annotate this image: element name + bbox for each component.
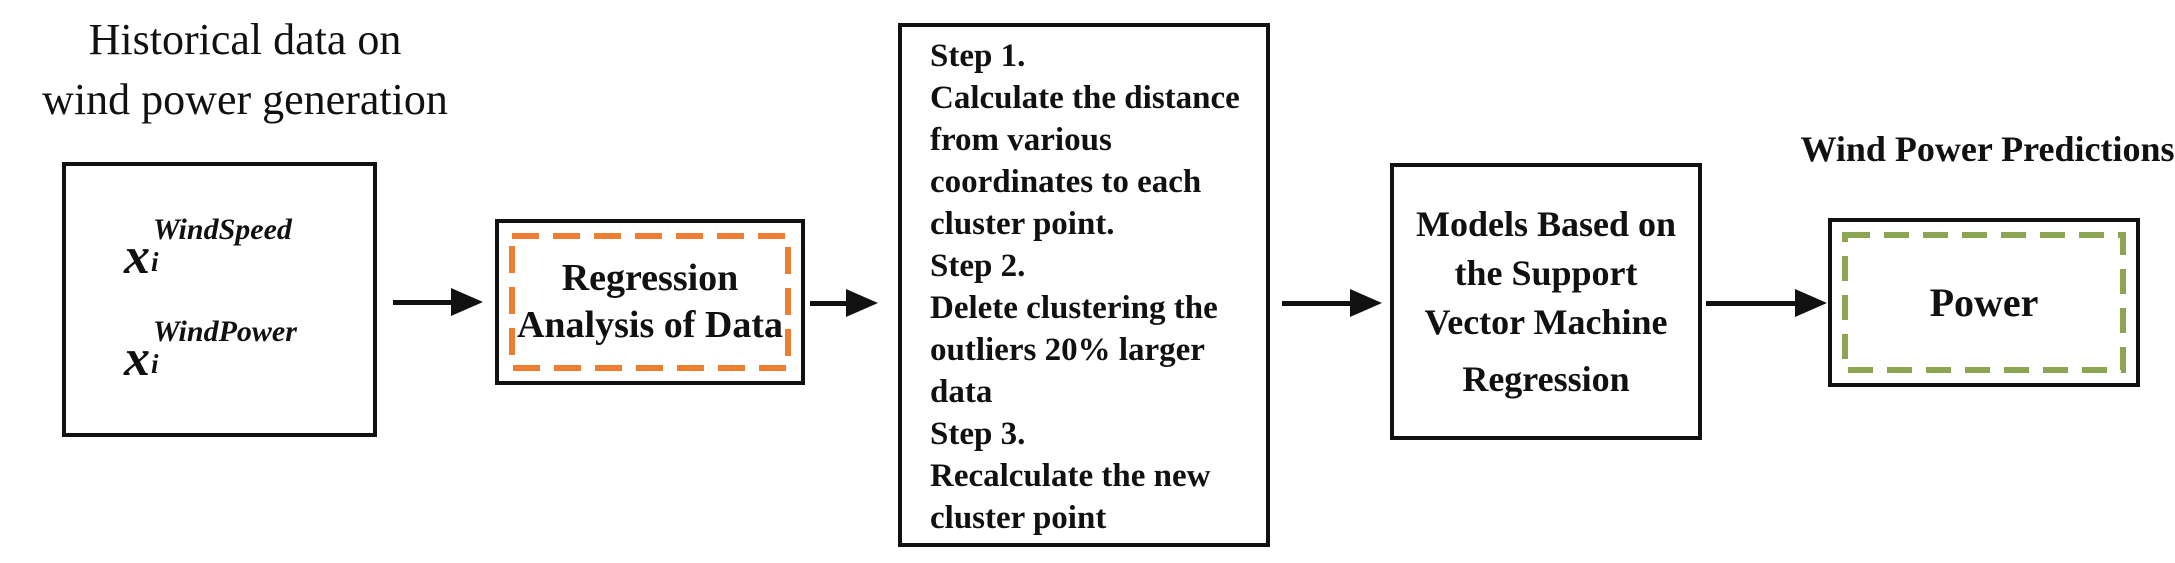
- svm-models-box: Models Based on the Support Vector Machi…: [1390, 163, 1702, 440]
- formula-subscript: i: [151, 348, 159, 379]
- steps-line: Calculate the distance: [930, 80, 1240, 116]
- regression-analysis-box: Regression Analysis of Data: [495, 219, 805, 385]
- orange-dashed-frame: [509, 233, 791, 371]
- flow-arrow-1: [393, 288, 483, 316]
- formula-scripts: WindPower i: [151, 314, 297, 379]
- regression-label-line1: Regression: [561, 257, 739, 299]
- steps-line: from various: [930, 122, 1112, 158]
- steps-line: Step 3.: [930, 416, 1026, 452]
- formula-superscript: WindPower: [153, 314, 297, 348]
- diagram-title-line2: wind power generation: [42, 75, 448, 124]
- steps-line: outliers 20% larger: [930, 332, 1205, 368]
- steps-line: Step 1.: [930, 38, 1026, 74]
- arrow-shaft: [393, 300, 457, 305]
- predictions-title: Wind Power Predictions: [1800, 129, 2175, 169]
- clustering-steps-text: Step 1. Calculate the distance from vari…: [902, 27, 1266, 543]
- arrow-head-icon: [1795, 289, 1827, 317]
- orange-dashed-rect: [509, 233, 791, 371]
- diagram-title: Historical data on wind power generation: [0, 10, 490, 130]
- arrow-head-icon: [1350, 289, 1382, 317]
- formula-variable: x: [124, 329, 150, 387]
- flow-arrow-3: [1282, 289, 1382, 317]
- arrow-head-icon: [451, 288, 483, 316]
- input-data-formulas: x WindSpeed i x WindPower i: [66, 166, 373, 433]
- formula-variable: x: [124, 227, 150, 285]
- arrow-head-icon: [846, 289, 878, 317]
- steps-line: Delete clustering the: [930, 290, 1218, 326]
- formula-wind-power: x WindPower i: [124, 314, 373, 387]
- steps-line: coordinates to each: [930, 164, 1202, 200]
- arrow-shaft: [1282, 301, 1356, 306]
- input-data-box: x WindSpeed i x WindPower i: [62, 162, 377, 437]
- green-dashed-rect: [1842, 232, 2126, 373]
- regression-label-line2: Analysis of Data: [516, 304, 784, 346]
- formula-superscript: WindSpeed: [153, 212, 292, 246]
- svm-label-line: Models Based on: [1415, 203, 1677, 244]
- steps-line: Step 2.: [930, 248, 1026, 284]
- arrow-shaft: [810, 301, 852, 306]
- regression-analysis-label: Regression Analysis of Data: [499, 223, 801, 381]
- flow-arrow-4: [1706, 289, 1827, 317]
- power-output-label: Power: [1929, 280, 2039, 325]
- arrow-shaft: [1706, 301, 1801, 306]
- steps-line: Recalculate the new: [930, 458, 1211, 494]
- clustering-steps-box: Step 1. Calculate the distance from vari…: [898, 23, 1270, 547]
- formula-scripts: WindSpeed i: [151, 212, 292, 277]
- green-dashed-frame: [1842, 232, 2126, 373]
- formula-wind-speed: x WindSpeed i: [124, 212, 373, 285]
- diagram-title-line1: Historical data on: [88, 15, 402, 64]
- steps-line: cluster point: [930, 500, 1107, 536]
- svm-label-line: Regression: [1462, 358, 1630, 399]
- svm-label-line: the Support: [1454, 252, 1638, 293]
- steps-line: data: [930, 374, 993, 410]
- svm-models-label: Models Based on the Support Vector Machi…: [1394, 167, 1698, 436]
- flow-arrow-2: [810, 289, 878, 317]
- formula-subscript: i: [151, 246, 159, 277]
- svm-label-line: Vector Machine: [1424, 301, 1668, 342]
- steps-line: cluster point.: [930, 206, 1115, 242]
- power-output-box: Power: [1828, 218, 2140, 387]
